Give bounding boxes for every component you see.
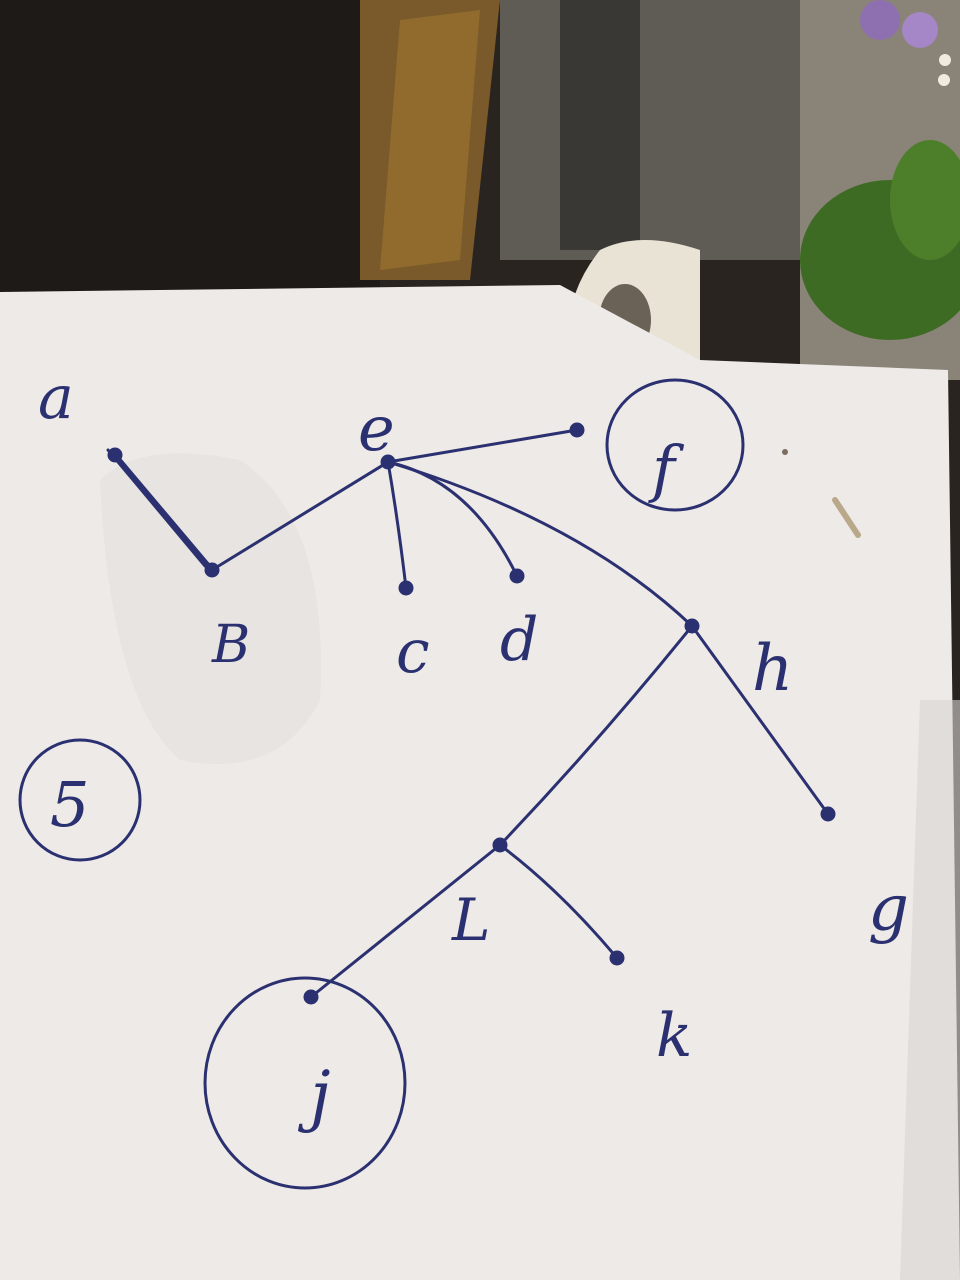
edge-B-e — [210, 460, 390, 572]
edge-h-L — [498, 624, 694, 847]
annotation-label: 5 — [50, 768, 89, 841]
node-dot-h — [684, 618, 700, 634]
annotation-circle — [18, 738, 142, 862]
edge-a-B-double — [106, 448, 207, 568]
node-dot-B — [204, 562, 220, 578]
node-label-k: k — [656, 1001, 692, 1071]
paper-sheet — [0, 285, 960, 1280]
node-circle-f — [605, 378, 745, 512]
edge-L-j — [309, 843, 502, 999]
node-dot-a — [107, 447, 123, 463]
edge-e-f — [386, 428, 579, 464]
node-dot-L — [492, 837, 508, 853]
node-dot-g — [820, 806, 836, 822]
node-dot-c — [398, 580, 414, 596]
node-circle-j — [203, 976, 407, 1190]
node-label-d: d — [500, 605, 538, 675]
node-label-L: L — [451, 886, 491, 954]
edge-a-B — [112, 452, 215, 573]
node-dot-e — [380, 454, 396, 470]
node-label-B: B — [211, 615, 250, 675]
edge-L-k — [498, 843, 619, 960]
node-label-g: g — [868, 872, 909, 946]
node-dot-j — [303, 989, 319, 1005]
tree-diagram — [18, 378, 836, 1190]
node-dot-k — [609, 950, 625, 966]
edge-e-c — [386, 460, 408, 590]
node-label-a: a — [38, 363, 74, 433]
edge-e-h — [386, 460, 694, 628]
node-label-c: c — [396, 617, 430, 687]
edge-h-g — [690, 624, 830, 816]
node-label-e: e — [358, 392, 395, 465]
node-dot-d — [509, 568, 525, 584]
flower — [860, 0, 900, 40]
node-label-h: h — [752, 632, 793, 706]
node-labels: a B e c d f h g L k j 5 — [38, 363, 909, 1134]
node-dot-f — [569, 422, 585, 438]
